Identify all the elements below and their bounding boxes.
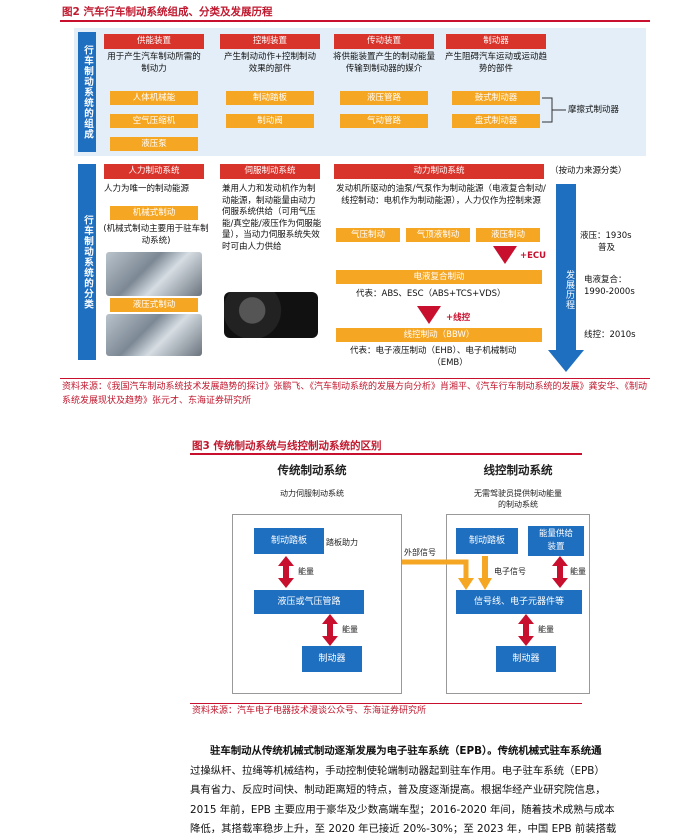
energy-supply-line: 装置 <box>547 542 565 552</box>
classification-label: 行车制动系统的分类 <box>78 164 96 360</box>
energy-supply-box: 能量供给 装置 <box>528 526 584 556</box>
body-line: 过操纵杆、拉绳等机械结构，手动控制使轮端制动器起到驻车作用。电子驻车系统（EPB… <box>190 764 605 777</box>
column-desc: 用于产生汽车制动所需的制动力 <box>107 52 201 74</box>
right-pedal-box: 制动踏板 <box>456 528 518 554</box>
body-line: 降低，其搭载率稳步上升，至 2020 年已接近 20%-30%；至 2023 年… <box>190 823 617 835</box>
column-desc: 产生阻碍汽车运动或运动趋势的部件 <box>444 52 547 74</box>
column-item: 制动踏板 <box>226 91 314 105</box>
body-paragraph: 过操纵杆、拉绳等机械结构，手动控制使轮端制动器起到驻车作用。电子驻车系统（EPB… <box>190 762 650 840</box>
left-energy-label: 能量 <box>298 567 314 576</box>
manual-header: 人力制动系统 <box>104 164 204 179</box>
double-arrow-icon <box>518 614 534 646</box>
fig3-source: 资料来源：汽车电子电器技术漫谈公众号、东海证券研究所 <box>192 706 427 716</box>
servo-motor-photo <box>224 292 318 338</box>
right-diagram-title: 线控制动系统 <box>483 463 553 477</box>
body-line: 具有省力、反应时间快、制动距离短的特点，普及度逐渐提高。根据华经产业研究院信息， <box>190 784 606 796</box>
column-item: 液压泵 <box>110 137 198 151</box>
double-arrow-icon <box>322 614 338 646</box>
servo-desc: 兼用人力和发动机作为制动能源，制动能量由动力伺服系统供给（可用气压能/真空能/液… <box>222 184 322 252</box>
bbw-pill: 线控制动（BBW） <box>336 328 542 342</box>
column-item: 气动管路 <box>340 114 428 128</box>
manual-note: (机械式制动主要用于驻车制动系统) <box>103 224 209 246</box>
energy-supply-line: 能量供给 <box>538 529 573 539</box>
column-item: 盘式制动器 <box>452 114 540 128</box>
power-desc: 发动机所驱动的油泵/气泵作为制动能源（电液复合制动/线控制动：电机作为制动能源）… <box>336 184 546 206</box>
history-label: 发展历程 <box>564 270 574 310</box>
right-energy-label: 能量 <box>570 567 586 576</box>
column-item: 液压管路 <box>340 91 428 105</box>
external-signal-arrow-icon <box>402 559 474 590</box>
fig2-title: 图2 汽车行车制动系统组成、分类及发展历程 <box>62 6 273 18</box>
left-assist-label: 踏板助力 <box>326 538 358 547</box>
left-diagram-subtitle: 动力伺服制动系统 <box>280 489 344 498</box>
bbw-rep-line2: （EMB） <box>432 358 468 368</box>
manual-desc: 人力为唯一的制动能源 <box>104 184 190 194</box>
signal-arrow-icon <box>478 556 492 590</box>
combo-rep: 代表：ABS、ESC（ABS+TCS+VDS） <box>356 289 506 299</box>
power-note: （按动力来源分类） <box>550 166 627 176</box>
manual-pill: 液压式制动 <box>110 298 198 312</box>
power-pill: 气顶液制动 <box>406 228 470 242</box>
column-desc: 将供能装置产生的制动能量传输到制动器的媒介 <box>332 52 435 74</box>
left-brake-box: 制动器 <box>302 646 362 672</box>
column-header: 制动器 <box>446 34 546 49</box>
down-arrow-icon <box>417 306 441 324</box>
friction-bracket <box>542 97 566 123</box>
left-energy-label: 能量 <box>342 625 358 634</box>
body-line: 驻车制动从传统机械式制动逐渐发展为电子驻车系统（EPB）。传统机械式驻车系统通 <box>210 745 602 757</box>
right-brake-box: 制动器 <box>496 646 556 672</box>
right-diagram-subtitle: 的制动系统 <box>498 500 538 509</box>
column-header: 传动装置 <box>334 34 434 49</box>
column-item: 鼓式制动器 <box>452 91 540 105</box>
double-arrow-icon <box>278 556 294 588</box>
double-arrow-icon <box>552 556 568 588</box>
left-pipe-box: 液压或气压管路 <box>254 590 364 614</box>
history-stage: 线控：2010s <box>584 330 636 340</box>
down-arrow-icon <box>493 246 517 264</box>
brake-system-photo <box>106 252 202 296</box>
history-stage: 液压：1930s <box>580 231 632 241</box>
servo-header: 伺服制动系统 <box>220 164 320 179</box>
fig3-bottom-rule <box>190 703 582 704</box>
fig3-title: 图3 传统制动系统与线控制动系统的区别 <box>192 440 382 452</box>
power-header: 动力制动系统 <box>334 164 544 179</box>
history-stage: 电液复合： <box>584 275 627 285</box>
bbw-rep-line1: 代表：电子液压制动（EHB）、电子机械制动 <box>350 346 517 356</box>
right-diagram-frame <box>446 514 590 694</box>
combo-pill: 电液复合制动 <box>336 270 542 284</box>
pedal-photo <box>106 314 202 356</box>
signal-label: 电子信号 <box>494 567 526 576</box>
column-item: 空气压缩机 <box>110 114 198 128</box>
left-diagram-frame <box>232 514 402 694</box>
left-diagram-title: 传统制动系统 <box>277 463 347 477</box>
power-pill: 气压制动 <box>336 228 400 242</box>
fig2-source: 资料来源：《我国汽车制动系统技术发展趋势的探讨》张鹏飞、《汽车制动系统的发展方向… <box>62 382 648 406</box>
friction-label: 摩擦式制动器 <box>568 105 620 115</box>
column-header: 控制装置 <box>220 34 320 49</box>
plus-ecu-label: +ECU <box>520 251 547 261</box>
right-energy-label: 能量 <box>538 625 554 634</box>
signal-wire-box: 信号线、电子元器件等 <box>456 590 582 614</box>
power-pill: 液压制动 <box>476 228 540 242</box>
column-item: 制动阀 <box>226 114 314 128</box>
external-signal-label: 外部信号 <box>404 548 436 557</box>
composition-label: 行车制动系统的组成 <box>78 32 96 152</box>
fig3-top-rule <box>190 453 582 455</box>
history-stage: 普及 <box>598 243 616 253</box>
manual-pill: 机械式制动 <box>110 206 198 220</box>
body-line: 2015 年前，EPB 主要应用于豪华及少数高端车型；2016-2020 年间，… <box>190 803 615 816</box>
history-arrow-icon <box>548 184 584 372</box>
column-item: 人体机械能 <box>110 91 198 105</box>
fig2-top-rule <box>60 20 650 22</box>
history-stage: 1990-2000s <box>584 287 635 297</box>
column-desc: 产生制动动作+控制制动效果的部件 <box>223 52 317 74</box>
body-paragraph: 驻车制动从传统机械式制动逐渐发展为电子驻车系统（EPB）。传统机械式驻车系统通 <box>210 742 650 762</box>
fig2-bottom-rule <box>60 378 650 379</box>
right-diagram-subtitle: 无需驾驶员提供制动能量 <box>474 489 562 498</box>
left-pedal-box: 制动踏板 <box>254 528 324 554</box>
plus-wire-label: +线控 <box>446 313 471 323</box>
column-header: 供能装置 <box>104 34 204 49</box>
